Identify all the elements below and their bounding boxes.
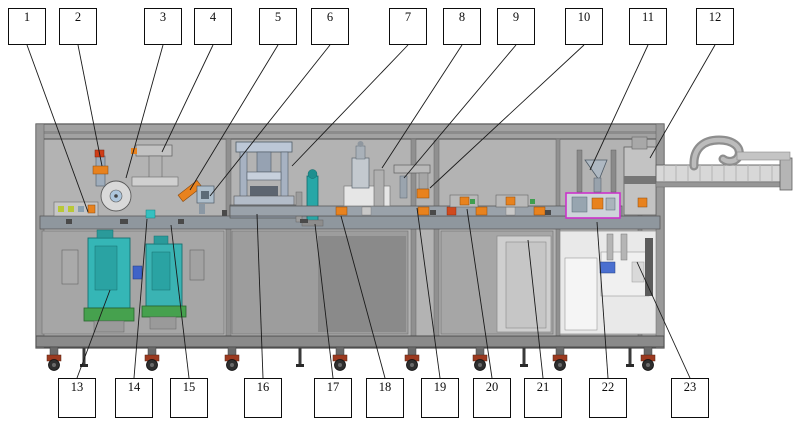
callout-box-15: 15 <box>170 378 208 418</box>
output-conveyor <box>655 135 793 191</box>
leader-16 <box>256 213 264 379</box>
callout-label: 15 <box>182 380 196 394</box>
deck-details <box>66 210 551 224</box>
feed-funnel <box>584 159 608 181</box>
callout-label: 5 <box>274 10 282 24</box>
callout-box-21: 21 <box>524 378 562 418</box>
callout-box-18: 18 <box>366 378 404 418</box>
packout-cabinet <box>564 233 653 331</box>
callout-box-5: 5 <box>259 8 297 45</box>
callout-label: 11 <box>641 10 655 24</box>
callout-label: 19 <box>433 380 447 394</box>
callout-label: 9 <box>512 10 520 24</box>
callout-label: 13 <box>70 380 84 394</box>
callout-box-2: 2 <box>59 8 97 45</box>
callout-box-1: 1 <box>8 8 46 45</box>
machine <box>35 123 793 371</box>
callout-label: 7 <box>404 10 412 24</box>
callout-label: 17 <box>326 380 340 394</box>
callout-box-13: 13 <box>58 378 96 418</box>
leader-19 <box>416 207 441 379</box>
callout-box-23: 23 <box>671 378 709 418</box>
leader-17 <box>314 223 334 379</box>
leader-7 <box>291 44 409 167</box>
callout-label: 4 <box>209 10 217 24</box>
leader-21 <box>527 239 544 379</box>
callout-label: 22 <box>601 380 615 394</box>
transfer-rail <box>229 205 623 217</box>
station-packout <box>565 136 657 219</box>
callout-box-12: 12 <box>696 8 734 45</box>
callout-label: 18 <box>378 380 392 394</box>
leader-14 <box>133 218 148 379</box>
callout-label: 6 <box>326 10 334 24</box>
callout-label: 8 <box>458 10 466 24</box>
callout-label: 20 <box>485 380 499 394</box>
callout-label: 1 <box>23 10 31 24</box>
leader-8 <box>381 44 463 169</box>
leader-13 <box>76 289 111 379</box>
leader-9 <box>403 44 517 179</box>
leader-6 <box>209 44 331 197</box>
callout-label: 14 <box>127 380 141 394</box>
cable-chain <box>689 135 791 171</box>
inline-fixtures <box>449 194 535 208</box>
leader-12 <box>649 44 716 159</box>
feeder-cabinets <box>61 229 205 333</box>
callout-box-10: 10 <box>565 8 603 45</box>
callout-box-11: 11 <box>629 8 667 45</box>
leader-15 <box>170 224 190 379</box>
orange-chute <box>177 180 203 202</box>
callout-box-20: 20 <box>473 378 511 418</box>
callout-box-4: 4 <box>194 8 232 45</box>
leader-10 <box>429 44 585 189</box>
callout-label: 10 <box>577 10 591 24</box>
callout-box-3: 3 <box>144 8 182 45</box>
callout-label: 3 <box>159 10 167 24</box>
callout-box-8: 8 <box>443 8 481 45</box>
leader-4 <box>161 44 214 153</box>
leader-23 <box>636 261 691 379</box>
callout-box-9: 9 <box>497 8 535 45</box>
leader-1 <box>26 44 89 213</box>
callout-label: 2 <box>74 10 82 24</box>
callout-label: 16 <box>256 380 270 394</box>
leader-5 <box>189 44 279 191</box>
leader-2 <box>77 44 103 167</box>
leader-20 <box>466 208 493 379</box>
callout-box-7: 7 <box>389 8 427 45</box>
leader-18 <box>340 215 386 379</box>
casters <box>46 346 656 371</box>
station-feeder-left <box>53 144 215 219</box>
callout-box-14: 14 <box>115 378 153 418</box>
callout-box-22: 22 <box>589 378 627 418</box>
leader-lines <box>26 44 716 379</box>
callout-box-16: 16 <box>244 378 282 418</box>
callout-box-6: 6 <box>311 8 349 45</box>
callout-label: 21 <box>536 380 550 394</box>
callout-box-17: 17 <box>314 378 352 418</box>
leader-3 <box>125 44 164 179</box>
callout-label: 12 <box>708 10 722 24</box>
callout-label: 23 <box>683 380 697 394</box>
leader-22 <box>596 221 609 379</box>
callout-box-19: 19 <box>421 378 459 418</box>
leader-11 <box>589 44 649 171</box>
